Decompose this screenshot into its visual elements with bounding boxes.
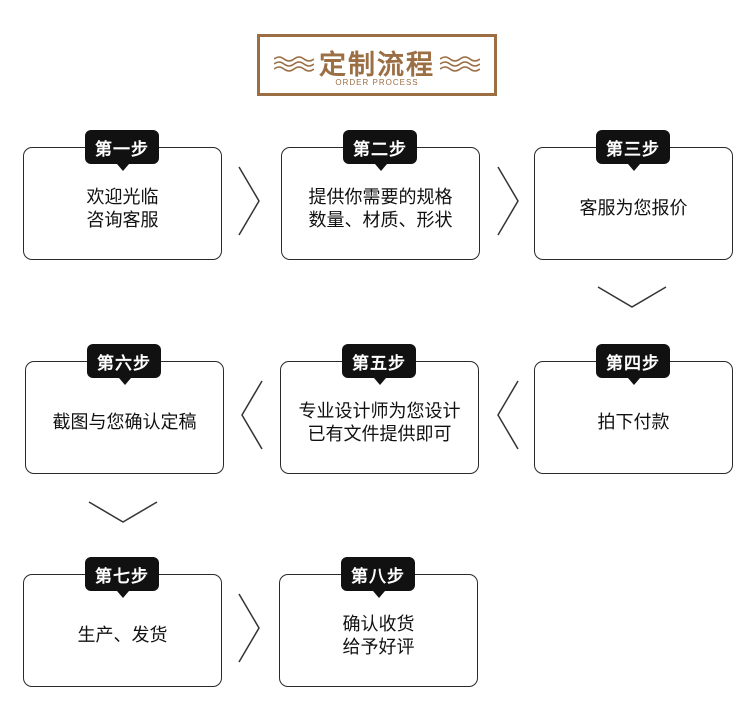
chevron-left-icon	[497, 380, 519, 450]
step-1-box: 欢迎光临 咨询客服	[23, 147, 222, 260]
chevron-down-icon	[88, 501, 158, 523]
step-2-text: 提供你需要的规格 数量、材质、形状	[308, 186, 453, 231]
step-8-text: 确认收货 给予好评	[342, 613, 415, 658]
step-3-badge: 第三步	[596, 130, 670, 171]
step-6-text: 截图与您确认定稿	[52, 412, 197, 433]
step-7-text: 生产、发货	[77, 625, 168, 646]
title-box: 定制流程 ORDER PROCESS	[257, 34, 497, 96]
chevron-right-icon	[238, 166, 260, 236]
page-subtitle: ORDER PROCESS	[335, 78, 419, 87]
step-1-badge: 第一步	[85, 130, 159, 171]
wave-icon	[274, 56, 314, 72]
step-2-badge: 第二步	[343, 130, 417, 171]
step-4-text: 拍下付款	[597, 412, 670, 433]
wave-icon	[440, 56, 480, 72]
step-4-badge: 第四步	[596, 344, 670, 385]
step-1-text: 欢迎光临 咨询客服	[86, 186, 159, 231]
step-5-text: 专业设计师为您设计 已有文件提供即可	[298, 400, 461, 445]
chevron-down-icon	[597, 286, 667, 308]
step-8-badge: 第八步	[341, 557, 415, 598]
chevron-right-icon	[497, 166, 519, 236]
page-title: 定制流程	[319, 50, 435, 81]
chevron-right-icon	[238, 593, 260, 663]
chevron-left-icon	[241, 380, 263, 450]
step-3-text: 客服为您报价	[579, 198, 688, 219]
step-6-badge: 第六步	[87, 344, 161, 385]
step-7-badge: 第七步	[85, 557, 159, 598]
step-5-badge: 第五步	[342, 344, 416, 385]
